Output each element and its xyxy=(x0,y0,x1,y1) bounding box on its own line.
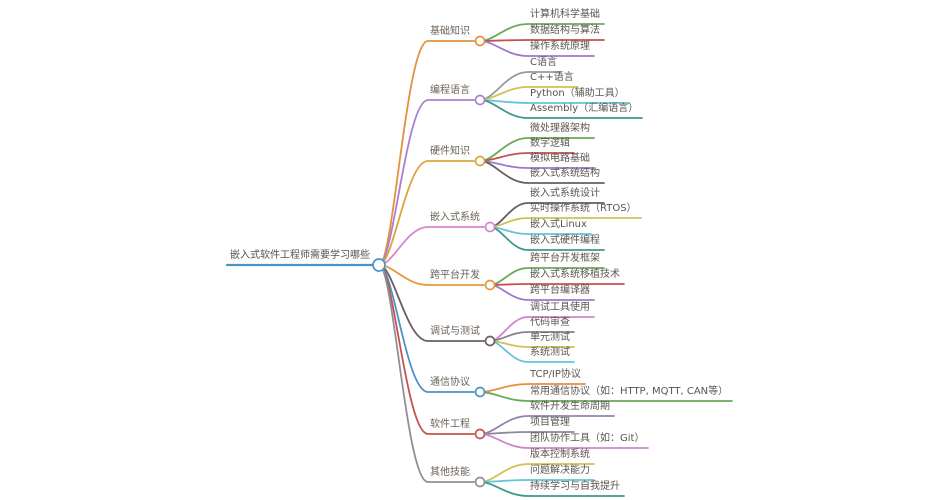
leaf-topic[interactable]: 计算机科学基础 xyxy=(530,9,600,20)
leaf-topic[interactable]: 嵌入式系统移植技术 xyxy=(530,269,620,280)
connector-line xyxy=(378,264,475,435)
leaf-topic[interactable]: 单元测试 xyxy=(530,332,570,343)
branch-topic[interactable]: 基础知识 xyxy=(430,26,470,37)
leaf-topic[interactable]: Assembly（汇编语言） xyxy=(530,103,639,114)
leaf-topic[interactable]: 持续学习与自我提升 xyxy=(530,481,620,492)
leaf-topic[interactable]: 团队协作工具（如：Git） xyxy=(530,433,645,444)
leaf-topic[interactable]: 嵌入式Linux xyxy=(530,219,587,230)
collapse-toggle[interactable] xyxy=(474,35,486,47)
leaf-topic[interactable]: 调试工具使用 xyxy=(530,302,590,313)
leaf-topic[interactable]: 微处理器架构 xyxy=(530,123,590,134)
leaf-topic[interactable]: 嵌入式系统结构 xyxy=(530,168,600,179)
collapse-toggle[interactable] xyxy=(474,155,486,167)
collapse-toggle[interactable] xyxy=(372,258,386,272)
leaf-topic[interactable]: 模拟电路基础 xyxy=(530,153,590,164)
branch-topic[interactable]: 软件工程 xyxy=(430,419,470,430)
collapse-toggle[interactable] xyxy=(474,476,486,488)
leaf-topic[interactable]: C++语言 xyxy=(530,72,574,83)
leaf-topic[interactable]: 版本控制系统 xyxy=(530,449,590,460)
leaf-topic[interactable]: 软件开发生命周期 xyxy=(530,401,610,412)
branch-topic[interactable]: 嵌入式系统 xyxy=(430,212,480,223)
leaf-topic[interactable]: 跨平台开发框架 xyxy=(530,253,600,264)
branch-topic[interactable]: 调试与测试 xyxy=(430,326,480,337)
leaf-topic[interactable]: C语言 xyxy=(530,57,557,68)
leaf-topic[interactable]: 常用通信协议（如：HTTP, MQTT, CAN等） xyxy=(530,386,729,397)
collapse-toggle[interactable] xyxy=(474,94,486,106)
collapse-toggle[interactable] xyxy=(474,386,486,398)
leaf-topic[interactable]: 代码审查 xyxy=(530,317,570,328)
leaf-topic[interactable]: 嵌入式硬件编程 xyxy=(530,235,600,246)
branch-topic[interactable]: 通信协议 xyxy=(430,377,470,388)
leaf-topic[interactable]: 嵌入式系统设计 xyxy=(530,188,600,199)
leaf-topic[interactable]: 项目管理 xyxy=(530,417,570,428)
leaf-topic[interactable]: TCP/IP协议 xyxy=(530,369,581,380)
leaf-topic[interactable]: 操作系统原理 xyxy=(530,41,590,52)
connector-line xyxy=(378,160,475,266)
leaf-topic[interactable]: 数据结构与算法 xyxy=(530,25,600,36)
branch-topic[interactable]: 其他技能 xyxy=(430,467,470,478)
leaf-topic[interactable]: Python（辅助工具） xyxy=(530,88,625,99)
connector-line xyxy=(378,264,475,483)
collapse-toggle[interactable] xyxy=(474,428,486,440)
collapse-toggle[interactable] xyxy=(484,221,496,233)
leaf-topic[interactable]: 跨平台编译器 xyxy=(530,285,590,296)
leaf-topic[interactable]: 问题解决能力 xyxy=(530,465,590,476)
branch-topic[interactable]: 硬件知识 xyxy=(430,146,470,157)
leaf-topic[interactable]: 数字逻辑 xyxy=(530,138,570,149)
connector-line xyxy=(378,40,475,266)
leaf-topic[interactable]: 系统测试 xyxy=(530,347,570,358)
collapse-toggle[interactable] xyxy=(484,335,496,347)
leaf-topic[interactable]: 实时操作系统（RTOS） xyxy=(530,203,637,214)
branch-topic[interactable]: 跨平台开发 xyxy=(430,270,480,281)
branch-topic[interactable]: 编程语言 xyxy=(430,85,470,96)
collapse-toggle[interactable] xyxy=(484,279,496,291)
connector-line xyxy=(378,99,475,266)
root-topic[interactable]: 嵌入式软件工程师需要学习哪些 xyxy=(230,250,370,261)
